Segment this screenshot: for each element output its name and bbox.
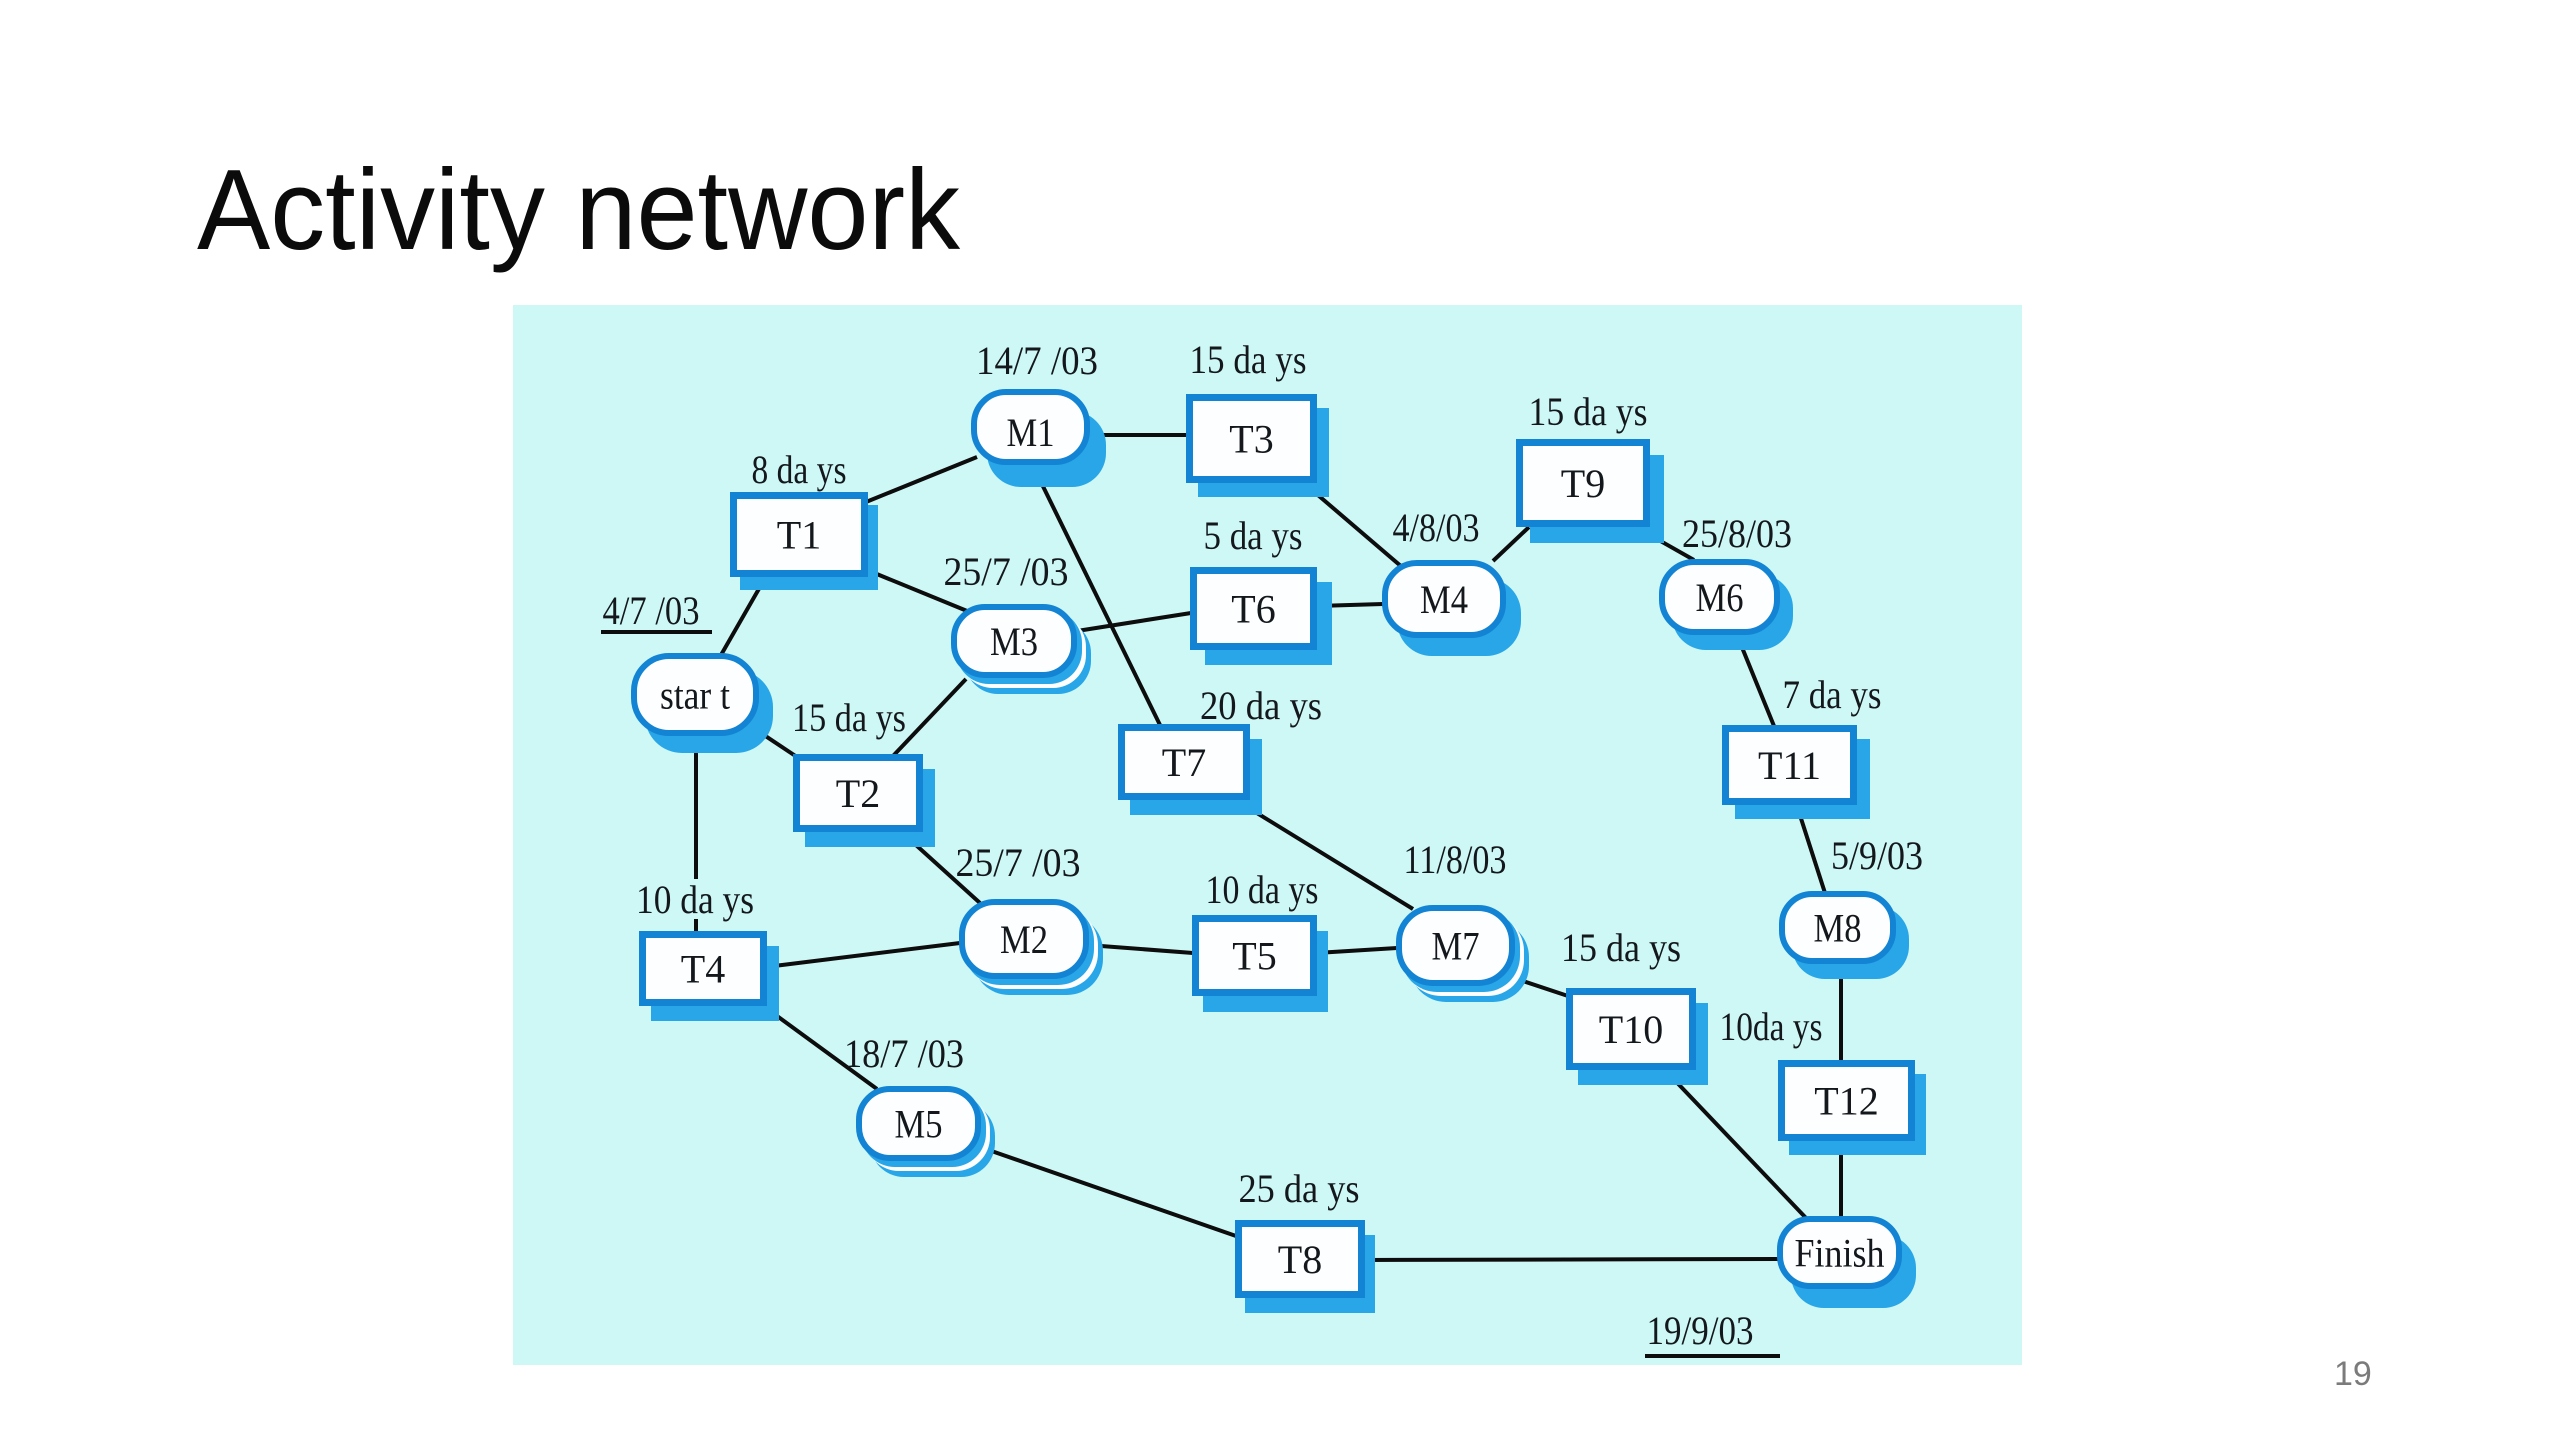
svg-text:M2: M2 (1000, 917, 1048, 962)
svg-text:M7: M7 (1432, 924, 1480, 969)
svg-text:T4: T4 (681, 947, 725, 992)
svg-text:star t: star t (660, 673, 730, 718)
svg-text:T9: T9 (1561, 461, 1605, 506)
svg-text:T6: T6 (1231, 587, 1275, 632)
svg-text:19: 19 (2334, 1355, 2372, 1393)
svg-text:15 da ys: 15 da ys (1190, 337, 1307, 382)
svg-text:7 da ys: 7 da ys (1783, 672, 1882, 717)
svg-text:T12: T12 (1814, 1079, 1878, 1124)
svg-text:T8: T8 (1278, 1237, 1322, 1282)
svg-text:25/8/03: 25/8/03 (1682, 511, 1792, 556)
svg-text:M8: M8 (1814, 906, 1862, 951)
svg-text:T2: T2 (836, 771, 880, 816)
svg-text:25/7 /03: 25/7 /03 (944, 549, 1069, 594)
svg-text:10 da ys: 10 da ys (1206, 867, 1319, 912)
svg-text:15 da ys: 15 da ys (1561, 925, 1681, 970)
svg-text:18/7 /03: 18/7 /03 (844, 1031, 964, 1076)
svg-text:10 da ys: 10 da ys (636, 877, 754, 922)
svg-text:14/7 /03: 14/7 /03 (976, 338, 1098, 383)
svg-text:19/9/03: 19/9/03 (1647, 1308, 1754, 1353)
svg-text:M3: M3 (990, 619, 1038, 664)
svg-text:T1: T1 (777, 513, 821, 558)
svg-text:T10: T10 (1599, 1007, 1663, 1052)
svg-text:4/8/03: 4/8/03 (1393, 505, 1480, 550)
svg-text:M6: M6 (1696, 575, 1744, 620)
svg-text:20 da ys: 20 da ys (1200, 683, 1322, 728)
svg-text:11/8/03: 11/8/03 (1404, 837, 1507, 882)
svg-text:T7: T7 (1162, 740, 1206, 785)
svg-text:15 da ys: 15 da ys (792, 695, 906, 740)
svg-text:M4: M4 (1420, 577, 1468, 622)
svg-text:Activity network: Activity network (197, 147, 961, 274)
svg-text:10da ys: 10da ys (1720, 1004, 1823, 1049)
svg-text:8 da ys: 8 da ys (752, 447, 847, 492)
svg-text:T11: T11 (1758, 743, 1821, 788)
svg-text:25/7 /03: 25/7 /03 (956, 840, 1081, 885)
svg-text:4/7 /03: 4/7 /03 (603, 588, 700, 633)
svg-text:25 da ys: 25 da ys (1239, 1166, 1360, 1211)
svg-text:T3: T3 (1229, 417, 1273, 462)
svg-text:Finish: Finish (1795, 1231, 1885, 1276)
svg-text:M5: M5 (895, 1102, 943, 1147)
svg-text:5/9/03: 5/9/03 (1831, 833, 1923, 878)
svg-text:5 da ys: 5 da ys (1204, 513, 1303, 558)
svg-text:T5: T5 (1232, 934, 1276, 979)
svg-text:15 da ys: 15 da ys (1529, 389, 1648, 434)
svg-text:M1: M1 (1007, 410, 1055, 455)
